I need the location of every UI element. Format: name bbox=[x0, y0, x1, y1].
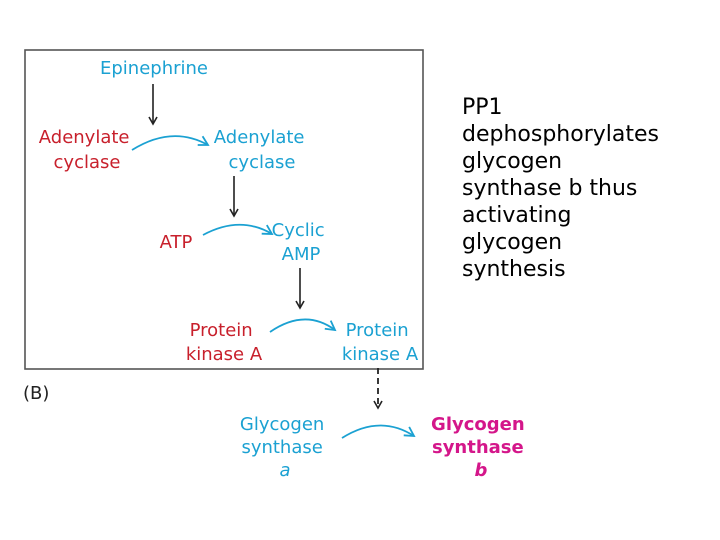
activation-arc-adenylate bbox=[131, 135, 210, 151]
adenylate-cyclase-inactive-label: Adenylate cyclase bbox=[39, 127, 135, 173]
activation-arc-pka bbox=[269, 318, 337, 333]
panel-label: (B) bbox=[23, 383, 49, 404]
glycogen-synthase-b-label: Glycogen synthase b bbox=[431, 414, 531, 481]
protein-kinase-a-inactive-label: Protein kinase A bbox=[186, 320, 263, 365]
atp-label: ATP bbox=[160, 232, 193, 253]
conversion-arc-atp bbox=[202, 223, 274, 236]
panel-border bbox=[24, 49, 424, 370]
epinephrine-label: Epinephrine bbox=[100, 58, 208, 79]
caption-line: synthase b thus bbox=[462, 176, 638, 201]
adenylate-cyclase-active-label: Adenylate cyclase bbox=[214, 127, 310, 173]
caption-text: PP1 dephosphorylates glycogen synthase b… bbox=[462, 94, 712, 283]
glycogen-synthase-a-label: Glycogen synthase a bbox=[240, 414, 330, 481]
caption-line: PP1 bbox=[462, 95, 503, 120]
conversion-arc-glycogen bbox=[341, 424, 416, 439]
caption-line: glycogen bbox=[462, 230, 563, 255]
caption-line: synthesis bbox=[462, 257, 566, 282]
caption-line: activating bbox=[462, 203, 572, 228]
cyclic-amp-label: Cyclic AMP bbox=[272, 220, 331, 265]
caption-line: glycogen bbox=[462, 149, 563, 174]
caption-line: dephosphorylates bbox=[462, 122, 659, 147]
protein-kinase-a-active-label: Protein kinase A bbox=[342, 320, 419, 365]
